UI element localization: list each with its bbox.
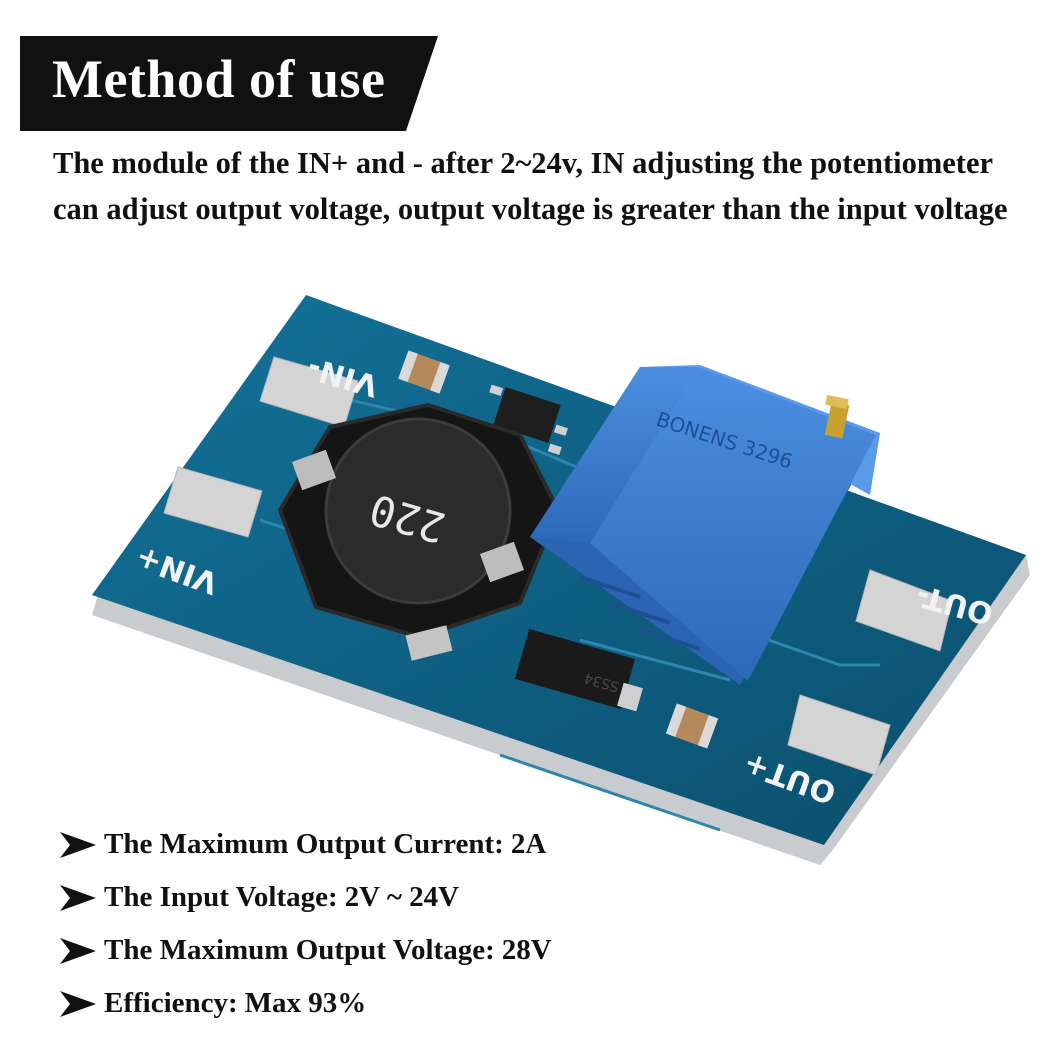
boost-ic — [489, 384, 568, 455]
spec-value: 2A — [510, 828, 547, 860]
solder-pads — [163, 356, 953, 776]
spec-label: The Input Voltage: — [104, 881, 338, 913]
spec-label: The Maximum Output Voltage: — [104, 934, 495, 966]
title-banner: Method of use — [20, 36, 438, 131]
pad-out-plus — [787, 694, 891, 776]
pad-vin-plus — [163, 466, 263, 538]
arrow-right-icon — [60, 884, 96, 911]
spec-item-output-current: The Maximum Output Current: 2A — [58, 818, 552, 871]
banner-shape — [20, 36, 438, 131]
page-title: Method of use — [52, 49, 386, 109]
inductor: 220 — [277, 402, 561, 661]
diode: SS34 — [514, 628, 643, 712]
trimmer-potentiometer: BONENS 3296 — [530, 365, 880, 685]
pad-out-minus — [855, 569, 953, 652]
spec-item-efficiency: Efficiency: Max 93% — [58, 977, 552, 1030]
spec-value: 2V ~ 24V — [344, 881, 460, 913]
description-text: The module of the IN+ and - after 2~24v,… — [53, 146, 1008, 226]
spec-label: Efficiency: — [104, 987, 238, 1019]
smd-capacitors — [398, 350, 719, 749]
spec-value: 28V — [501, 934, 552, 966]
arrow-right-icon — [60, 990, 96, 1017]
boost-converter-board-image: VIN- VIN+ OUT- OUT+ — [80, 285, 1040, 890]
spec-list: The Maximum Output Current: 2A The Input… — [58, 818, 552, 1030]
arrow-right-icon — [60, 831, 96, 858]
spec-item-output-voltage: The Maximum Output Voltage: 28V — [58, 924, 552, 977]
spec-label: The Maximum Output Current: — [104, 828, 504, 860]
arrow-right-icon — [60, 937, 96, 964]
spec-value: Max 93% — [244, 987, 367, 1019]
spec-item-input-voltage: The Input Voltage: 2V ~ 24V — [58, 871, 552, 924]
